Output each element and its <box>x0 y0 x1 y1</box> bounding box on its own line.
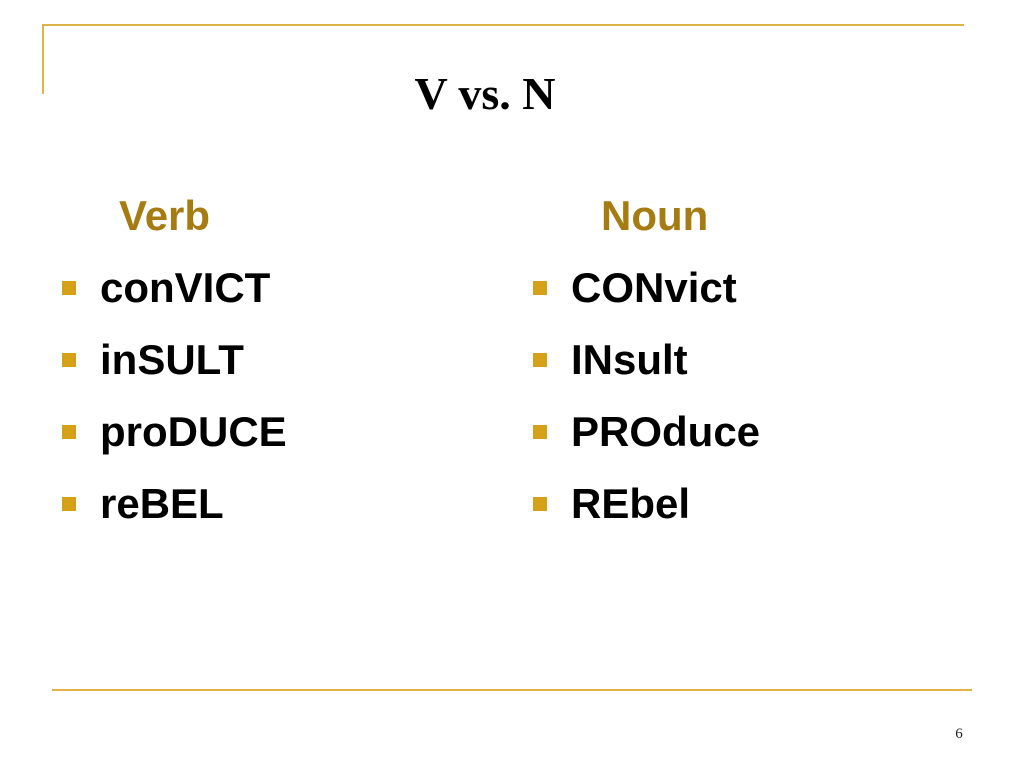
verb-list: conVICT inSULT proDUCE reBEL <box>62 252 287 540</box>
square-bullet-icon <box>62 281 76 295</box>
verb-word: conVICT <box>100 264 271 311</box>
square-bullet-icon <box>533 353 547 367</box>
verb-word: proDUCE <box>100 408 287 455</box>
noun-word: INsult <box>571 336 688 383</box>
list-item: CONvict <box>533 252 760 324</box>
verb-column: Verb conVICT inSULT proDUCE reBEL <box>62 188 287 540</box>
noun-word: REbel <box>571 480 691 527</box>
square-bullet-icon <box>533 281 547 295</box>
left-border-line <box>42 24 44 94</box>
list-item: reBEL <box>62 468 287 540</box>
verb-word: inSULT <box>100 336 244 383</box>
square-bullet-icon <box>533 425 547 439</box>
slide-title: V vs. N <box>414 68 556 119</box>
noun-list: CONvict INsult PROduce REbel <box>533 252 760 540</box>
noun-word: PROduce <box>571 408 761 455</box>
list-item: INsult <box>533 324 760 396</box>
verb-word: reBEL <box>100 480 224 527</box>
footer-rule-line <box>52 689 972 691</box>
noun-heading: Noun <box>601 192 709 239</box>
list-item: conVICT <box>62 252 287 324</box>
square-bullet-icon <box>62 497 76 511</box>
noun-column: Noun CONvict INsult PROduce REbel <box>533 188 760 540</box>
list-item: REbel <box>533 468 760 540</box>
square-bullet-icon <box>62 425 76 439</box>
top-border-line <box>42 24 964 26</box>
list-item: PROduce <box>533 396 760 468</box>
list-item: inSULT <box>62 324 287 396</box>
page-number: 6 <box>955 726 963 742</box>
square-bullet-icon <box>62 353 76 367</box>
list-item: proDUCE <box>62 396 287 468</box>
noun-word: CONvict <box>571 264 737 311</box>
square-bullet-icon <box>533 497 547 511</box>
verb-heading: Verb <box>119 192 211 239</box>
